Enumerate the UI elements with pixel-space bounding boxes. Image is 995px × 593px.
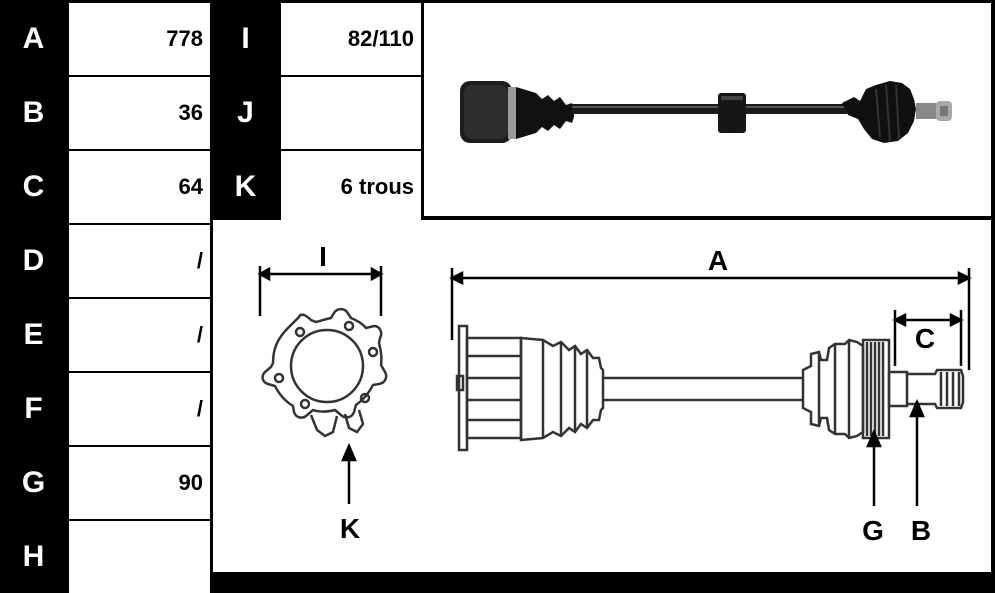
technical-drawing: I K	[213, 220, 991, 572]
flange-view	[261, 307, 388, 438]
label-b: B	[911, 515, 931, 546]
spec-value-a: 778	[69, 3, 210, 75]
spec-value-f: /	[69, 373, 210, 445]
spec-label-g: G	[0, 447, 67, 519]
spec-label-d: D	[0, 225, 67, 297]
spec-value-c: 64	[69, 151, 210, 223]
spec-label-j: J	[212, 77, 279, 149]
drive-shaft-diagram: I K	[257, 241, 972, 546]
dimension-i	[257, 266, 384, 316]
label-a: A	[708, 245, 728, 276]
spec-value-e: /	[69, 299, 210, 371]
spec-label-e: E	[0, 299, 67, 371]
drive-shaft-photo	[460, 81, 952, 143]
spec-value-j	[281, 77, 421, 149]
label-c: C	[915, 323, 935, 354]
label-g: G	[862, 515, 884, 546]
label-k: K	[340, 513, 360, 544]
dimension-a	[449, 268, 972, 370]
dimension-c	[892, 310, 964, 366]
spec-label-b: B	[0, 77, 67, 149]
spec-value-i: 82/110	[281, 3, 421, 75]
spec-value-g: 90	[69, 447, 210, 519]
spec-label-k: K	[212, 151, 279, 223]
spec-value-h	[69, 521, 210, 593]
spec-label-i: I	[212, 3, 279, 75]
spec-label-h: H	[0, 521, 67, 593]
shaft-view	[455, 324, 965, 452]
product-photo	[424, 3, 991, 216]
spec-value-k: 6 trous	[281, 151, 421, 223]
spec-label-a: A	[0, 3, 67, 75]
spec-label-f: F	[0, 373, 67, 445]
spec-label-c: C	[0, 151, 67, 223]
spec-value-d: /	[69, 225, 210, 297]
spec-value-b: 36	[69, 77, 210, 149]
label-i: I	[319, 241, 327, 272]
